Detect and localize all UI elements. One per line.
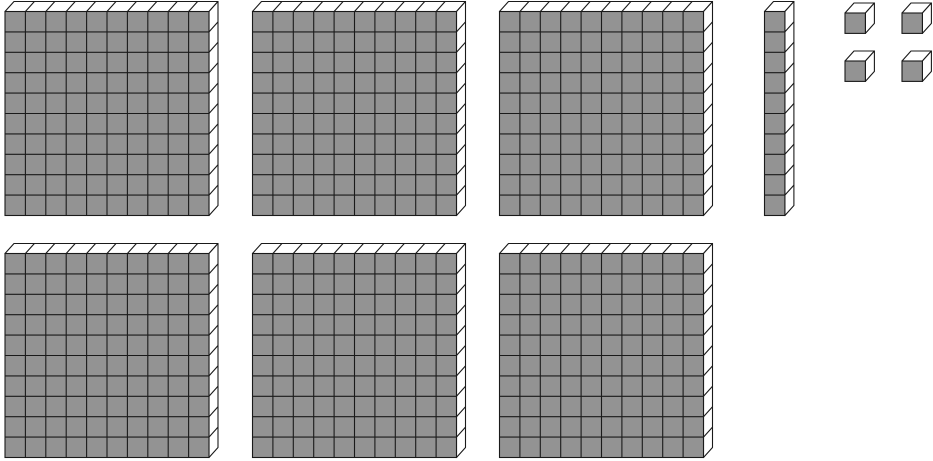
unit-cube bbox=[845, 51, 874, 81]
unit-cube bbox=[902, 3, 931, 33]
hundred-flat bbox=[253, 2, 466, 216]
hundred-flat bbox=[5, 244, 218, 458]
front-face bbox=[902, 13, 922, 33]
hundred-flat bbox=[253, 244, 466, 458]
hundred-flat bbox=[500, 2, 713, 216]
unit-cube bbox=[845, 3, 874, 33]
front-face bbox=[845, 61, 865, 81]
unit-cube bbox=[902, 51, 931, 81]
hundred-flat bbox=[500, 244, 713, 458]
hundred-flat bbox=[5, 2, 218, 216]
ten-rod bbox=[765, 2, 794, 216]
front-face bbox=[845, 13, 865, 33]
front-face bbox=[902, 61, 922, 81]
